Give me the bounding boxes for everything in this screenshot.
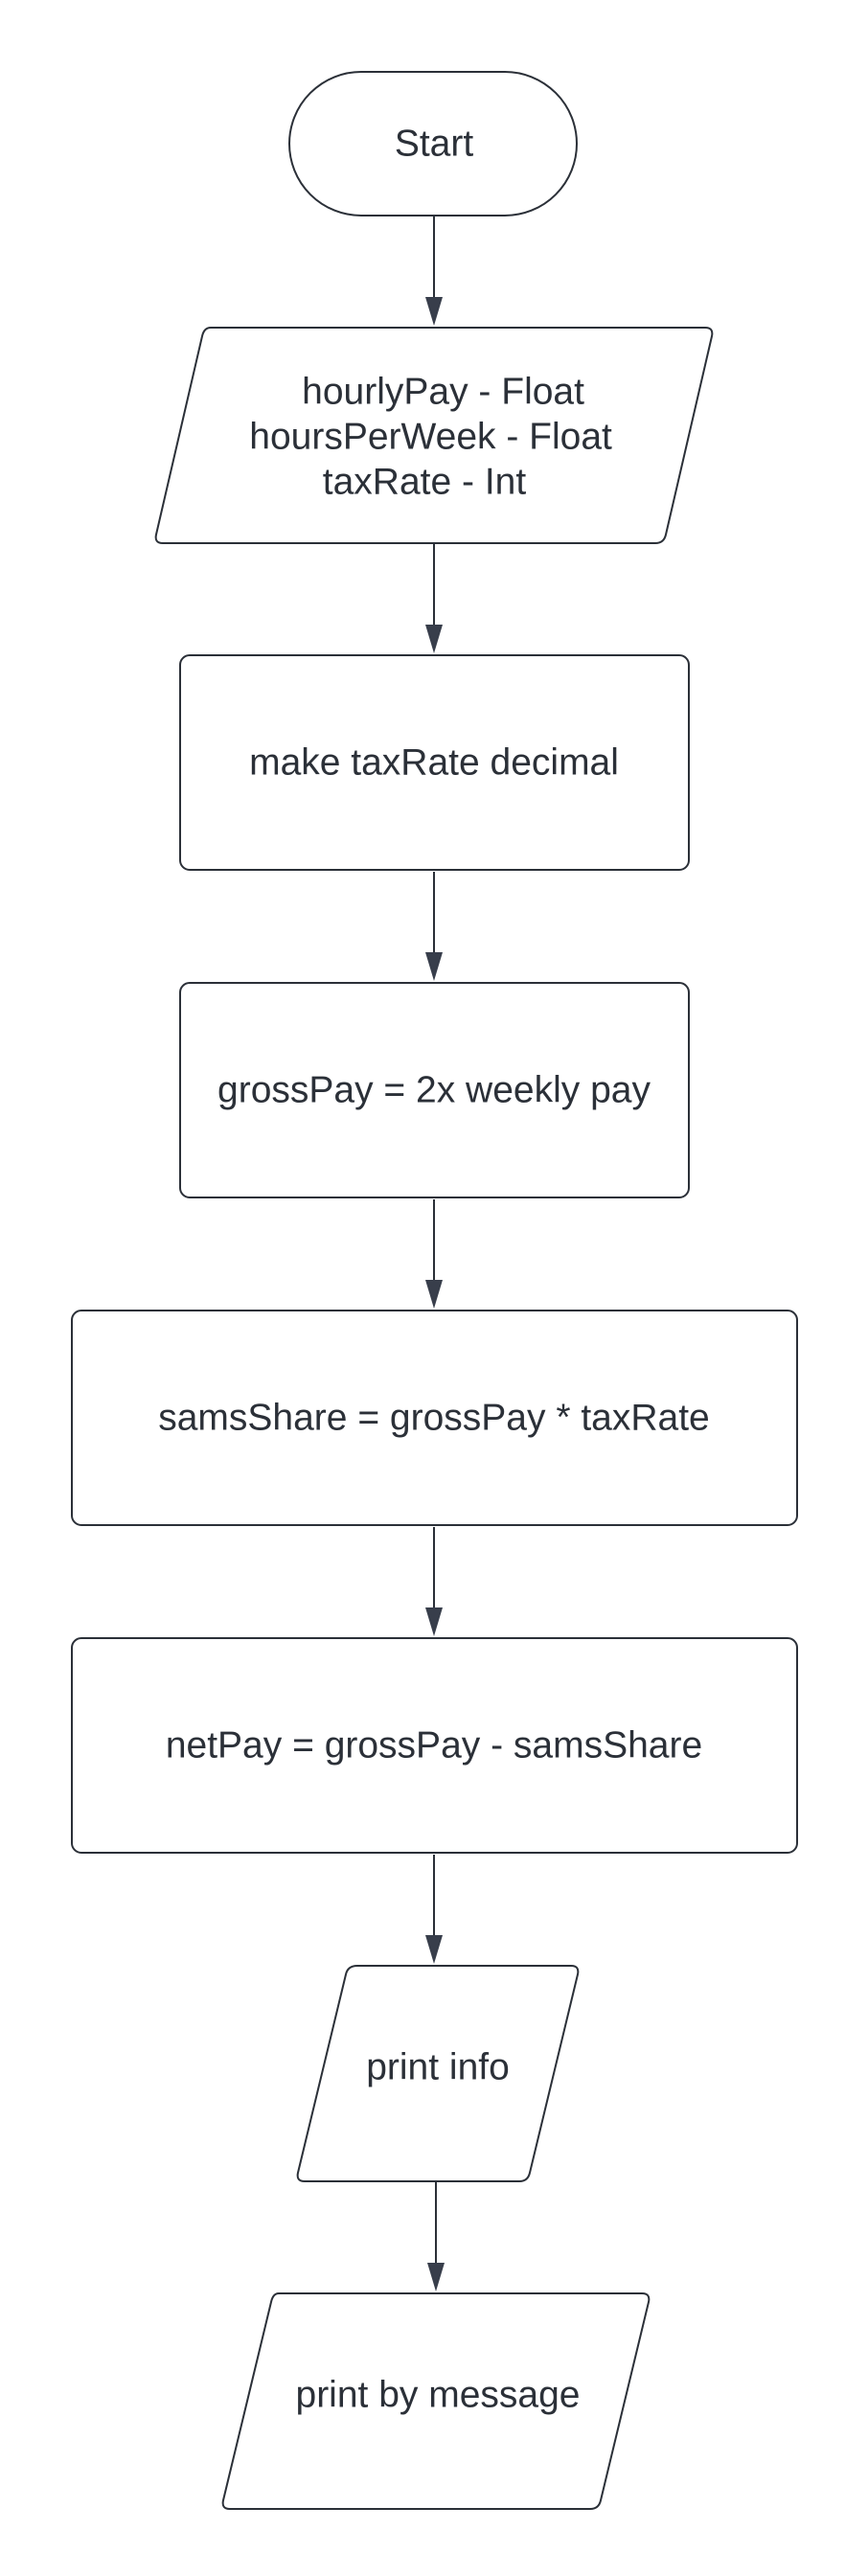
arrowhead [425, 297, 443, 326]
node-convert: make taxRate decimal [179, 654, 690, 871]
arrowhead [425, 1935, 443, 1964]
process-shape [71, 1310, 798, 1526]
node-input: hourlyPay - Float hoursPerWeek - Float t… [154, 327, 714, 544]
edges [425, 216, 445, 2291]
node-net: netPay = grossPay - samsShare [71, 1637, 798, 1854]
node-net-label: netPay = grossPay - samsShare [166, 1725, 702, 1767]
edge-print-info-to-print-bye [427, 2182, 445, 2291]
edge-net-to-print-info [425, 1855, 443, 1964]
node-input-line-2: hoursPerWeek - Float [249, 417, 612, 458]
input-output-shape [296, 1965, 580, 2182]
node-input-label: hourlyPay - Float hoursPerWeek - Float t… [249, 359, 622, 503]
arrowhead [427, 2263, 445, 2291]
node-gross: grossPay = 2x weekly pay [179, 982, 690, 1198]
edge-convert-to-gross [425, 872, 443, 981]
input-output-shape [154, 327, 714, 544]
process-shape [71, 1637, 798, 1854]
node-start-label: Start [395, 124, 474, 165]
node-print-bye: print by message [221, 2292, 651, 2510]
node-print-bye-label: print by message [296, 2375, 581, 2416]
edge-start-to-input [425, 216, 443, 326]
process-shape [179, 654, 690, 871]
terminator-shape [288, 71, 578, 217]
edge-input-to-convert [425, 544, 443, 653]
node-input-line-3: taxRate - Int [323, 462, 527, 503]
arrowhead [425, 952, 443, 981]
input-output-shape [221, 2292, 651, 2510]
edge-gross-to-share [425, 1199, 443, 1309]
node-share: samsShare = grossPay * taxRate [71, 1310, 798, 1526]
node-gross-label: grossPay = 2x weekly pay [217, 1070, 651, 1111]
process-shape [179, 982, 690, 1198]
arrowhead [425, 1280, 443, 1309]
node-convert-label: make taxRate decimal [249, 742, 619, 784]
node-print-info: print info [296, 1965, 580, 2182]
node-print-info-label: print info [366, 2047, 510, 2088]
arrowhead [425, 625, 443, 653]
node-input-line-1: hourlyPay - Float [302, 372, 584, 413]
node-share-label: samsShare = grossPay * taxRate [158, 1398, 710, 1439]
edge-share-to-net [425, 1527, 443, 1636]
node-start: Start [288, 71, 578, 217]
arrowhead [425, 1607, 443, 1636]
